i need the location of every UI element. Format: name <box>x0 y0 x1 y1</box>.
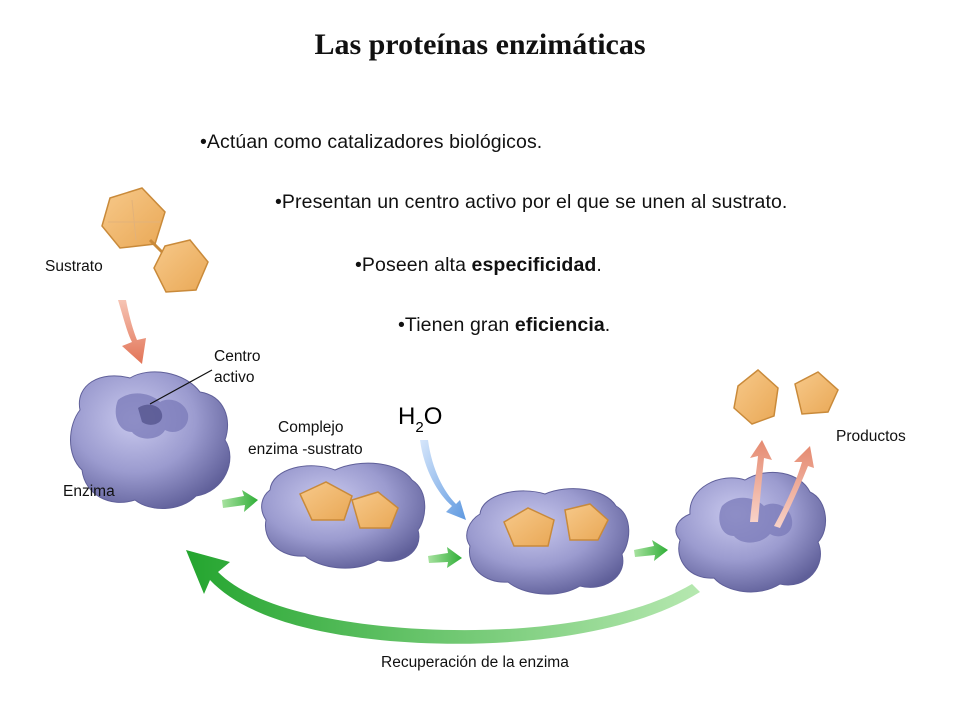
enzyme-label: Enzima <box>63 483 115 500</box>
active-site-label-line2: activo <box>214 369 255 386</box>
bullet-text-end: . <box>596 254 602 276</box>
step-arrow-3 <box>634 540 668 561</box>
free-enzyme <box>70 371 231 510</box>
bullet-emphasis: eficiencia <box>514 314 605 336</box>
binding-arrow <box>118 300 146 364</box>
bullet-text: •Actúan como catalizadores biológicos. <box>200 131 543 153</box>
bullet-text: •Tienen gran <box>398 314 515 336</box>
complex-label-line2: enzima -sustrato <box>248 441 363 458</box>
step-arrow-1 <box>222 490 258 512</box>
step-arrow-2 <box>428 547 462 568</box>
recovery-label: Recuperación de la enzima <box>381 654 569 671</box>
enzyme-substrate-complex <box>261 462 426 569</box>
substrate-molecule <box>101 187 209 293</box>
substrate-label: Sustrato <box>45 258 103 275</box>
water-arrow <box>420 440 466 520</box>
active-site-pointer <box>149 369 213 405</box>
bullet-efficiency: •Tienen gran eficiencia. <box>398 314 610 337</box>
bullet-active-center: •Presentan un centro activo por el que s… <box>275 191 787 214</box>
bullet-catalysts: •Actúan como catalizadores biológicos. <box>200 131 542 154</box>
active-site-label-line1: Centro <box>214 348 261 365</box>
released-enzyme <box>675 471 827 593</box>
bullet-text: •Poseen alta <box>355 254 472 276</box>
products <box>733 369 839 425</box>
bullet-specificity: •Poseen alta especificidad. <box>355 254 602 277</box>
products-label: Productos <box>836 428 906 445</box>
page-title: Las proteínas enzimáticas <box>314 28 646 61</box>
complex-label-line1: Complejo <box>278 419 343 436</box>
water-label: H2O <box>398 403 442 436</box>
bullet-text: •Presentan un centro activo por el que s… <box>275 191 788 213</box>
hydrolysis-complex <box>466 488 630 595</box>
bullet-text-end: . <box>604 314 611 336</box>
product-release-arrow-2 <box>774 446 814 528</box>
bullet-emphasis: especificidad <box>471 254 597 276</box>
product-release-arrow-1 <box>750 440 772 522</box>
recovery-arrow <box>186 550 700 644</box>
